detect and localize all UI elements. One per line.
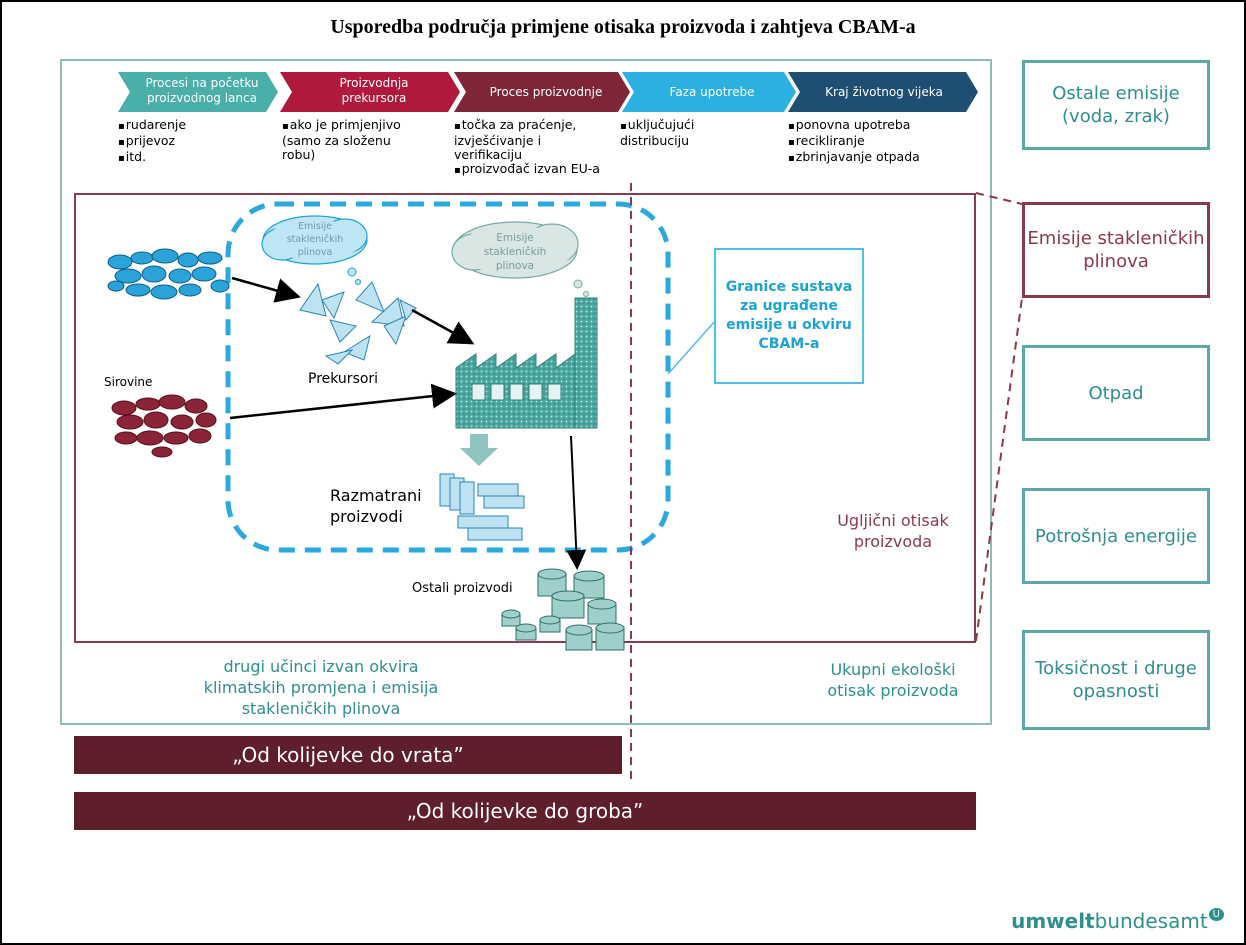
products-label: Razmatrani proizvodi [330, 486, 422, 526]
logo-bold: umwelt [1011, 909, 1095, 933]
stage-upstream-line2: proizvodnog lanca [147, 91, 257, 105]
bullets-upstream: rudarenje prijevoz itd. [118, 118, 238, 166]
lifecycle-stages: Procesi na početku proizvodnog lanca Pro… [118, 72, 978, 112]
carbon-footprint-boundary [74, 193, 976, 643]
bullet-item: točka za praćenje, izvješćivanje i verif… [454, 118, 604, 162]
precursor-shards [299, 281, 417, 365]
figure-title: Usporedba područja primjene otisaka proi… [330, 16, 916, 38]
bullet-item: zbrinjavanje otpada [788, 150, 968, 166]
bullet-item: recikliranje [788, 134, 968, 150]
cbam-boundary [225, 201, 671, 553]
cloud2-label: plinova [496, 260, 534, 272]
arrow-red-to-factory [229, 383, 457, 420]
bullet-item: prijevoz [118, 134, 238, 150]
box-toxicity: Toksičnost i druge opasnosti [1022, 630, 1210, 730]
bullet-item: rudarenje [118, 118, 238, 134]
ghg-connector-top [975, 192, 1023, 205]
ghg-cloud-production: Emisije stakleničkih plinova [451, 221, 589, 297]
precursors-label: Prekursori [308, 371, 379, 387]
other-effects-label: drugi učinci izvan okvira klimatskih pro… [203, 657, 439, 718]
cloud2-label: stakleničkih [484, 246, 546, 258]
stage-upstream: Procesi na početku proizvodnog lanca [118, 72, 278, 112]
stage-production-label: Proces proizvodnje [490, 85, 603, 99]
stage-production: Proces proizvodnje [454, 72, 630, 112]
other-products-label: Ostali proizvodi [412, 581, 513, 596]
arrow-precursor-to-factory [411, 308, 475, 345]
other-products-icon [501, 568, 625, 651]
ghg-cloud-precursor: Emisije stakleničkih plinova [261, 215, 368, 285]
bullets-precursor: ako je primjenjivo (samo za složenu robu… [282, 118, 422, 162]
bullet-item: proizvođač izvan EU-a [454, 162, 604, 178]
carbon-footprint-label: Ugljični otisak proizvoda [837, 511, 949, 551]
stage-end-of-life: Kraj životnog vijeka [788, 72, 978, 112]
bullets-production: točka za praćenje, izvješćivanje i verif… [454, 118, 604, 178]
box-other-emissions: Ostale emisije (voda, zrak) [1022, 60, 1210, 150]
stage-precursor-line2: prekursora [342, 91, 407, 105]
cradle-to-gate-bar: „Od kolijevke do vrata” [74, 736, 622, 774]
raw-blue-pebbles [107, 248, 230, 300]
logo-rest: bundesamt [1094, 909, 1208, 933]
cloud2-label: Emisije [496, 232, 534, 244]
cradle-to-grave-bar: „Od kolijevke do groba” [74, 792, 976, 830]
stage-upstream-line1: Procesi na početku [145, 76, 258, 90]
stage-precursor-line1: Proizvodnja [339, 76, 408, 90]
callout-connector [667, 319, 717, 375]
bullets-eol: ponovna upotreba recikliranje zbrinjavan… [788, 118, 968, 166]
factory-icon [455, 297, 598, 429]
bullet-item: itd. [118, 150, 238, 166]
cloud1-label: Emisije [298, 221, 332, 232]
box-energy: Potrošnja energije [1022, 488, 1210, 584]
stage-use-label: Faza upotrebe [670, 85, 755, 99]
ghg-connector-bottom [975, 297, 1023, 642]
cloud1-label: plinova [298, 247, 333, 258]
stage-use: Faza upotrebe [622, 72, 796, 112]
arrow-down-products [460, 434, 498, 466]
products-icon [439, 473, 525, 541]
bullets-use: uključujući distribuciju [620, 118, 740, 148]
raw-materials-label: Sirovine [104, 375, 153, 389]
total-footprint-label: Ukupni ekološki otisak proizvoda [827, 660, 959, 700]
stage-eol-label: Kraj životnog vijeka [825, 85, 943, 99]
bullet-item: ako je primjenjivo (samo za složenu robu… [282, 118, 422, 162]
cbam-boundary-callout: Granice sustava za ugrađene emisije u ok… [714, 248, 864, 384]
box-ghg-emissions: Emisije stakleničkih plinova [1022, 202, 1210, 298]
stage-precursor: Proizvodnja prekursora [280, 72, 460, 112]
logo-mark-icon: U [1208, 908, 1224, 921]
bullet-item: uključujući distribuciju [620, 118, 740, 148]
total-footprint-boundary [60, 59, 992, 725]
arrow-factory-to-other [566, 435, 587, 570]
box-waste: Otpad [1022, 345, 1210, 441]
cloud1-label: stakleničkih [287, 234, 344, 245]
bullet-item: ponovna upotreba [788, 118, 968, 134]
arrow-blue-to-precursor [231, 276, 301, 303]
raw-red-pebbles [111, 394, 217, 458]
